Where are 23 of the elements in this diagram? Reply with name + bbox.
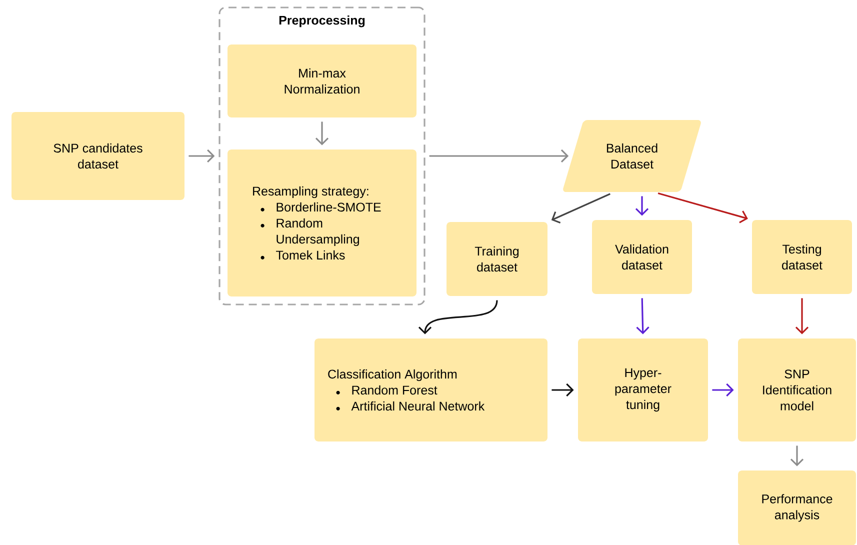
arrow bbox=[795, 298, 809, 334]
arrow bbox=[551, 193, 610, 224]
arrow bbox=[712, 383, 734, 397]
process-box: Resampling strategy: Borderline-SMOTE Random Undersampling Tomek Links bbox=[228, 150, 416, 296]
arrow bbox=[315, 122, 329, 146]
data-parallelogram: Balanced Dataset bbox=[563, 120, 701, 192]
dataset-box: Training dataset bbox=[446, 222, 548, 296]
arrow bbox=[635, 196, 649, 216]
arrow bbox=[552, 383, 574, 397]
model-box: SNP Identification model bbox=[738, 338, 856, 442]
dataset-box: Testing dataset bbox=[752, 220, 852, 294]
arrow bbox=[418, 300, 498, 334]
arrow bbox=[658, 192, 748, 224]
arrow bbox=[429, 149, 569, 163]
dataset-box: Validation dataset bbox=[592, 220, 692, 294]
process-box: Classification Algorithm Random Forest Artificial Neural Network bbox=[314, 338, 548, 442]
arrow bbox=[790, 446, 804, 466]
process-box: Hyper-parameter tuning bbox=[578, 338, 708, 442]
process-box: Min-max Normalization bbox=[228, 44, 416, 118]
dataset-box: SNP candidates dataset bbox=[12, 112, 184, 200]
arrow bbox=[636, 298, 650, 334]
arrow bbox=[188, 149, 215, 163]
process-box: Performance analysis bbox=[738, 470, 856, 545]
